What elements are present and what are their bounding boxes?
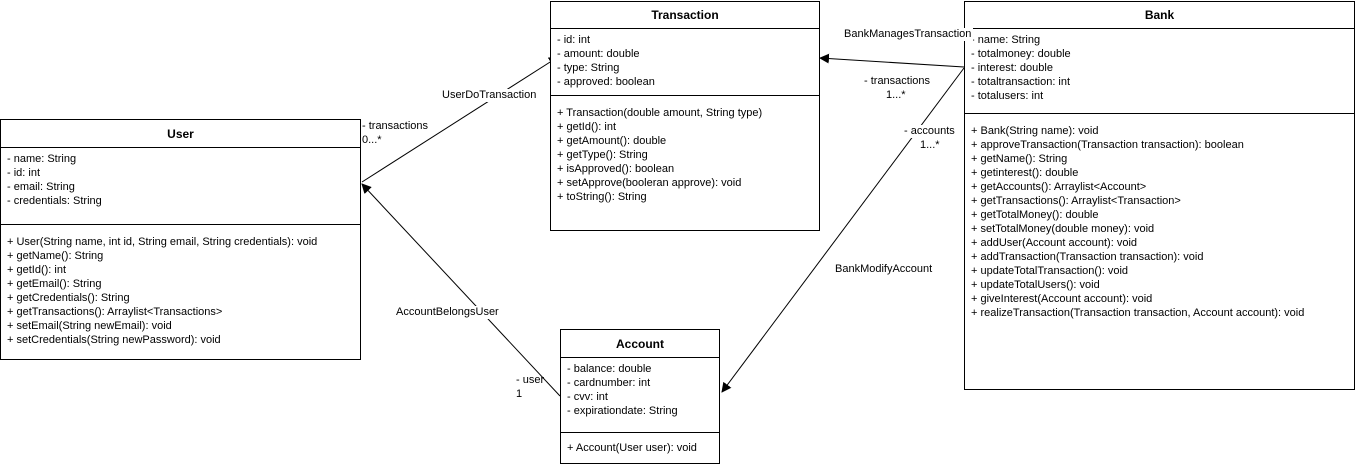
bank-modify-account-role: - accounts [902,125,957,138]
account-attributes: - balance: double - cardnumber: int - cv… [561,358,719,433]
attribute: - name: String [971,34,1041,46]
method: + getinterest(): double [971,167,1079,179]
bank-modify-account-multiplicity: 1...* [918,139,942,152]
attribute: - totaltransaction: int [971,76,1071,88]
user-methods: + User(String name, int id, String email… [1,225,360,351]
method: + User(String name, int id, String email… [7,236,318,248]
method: + setTotalMoney(double money): void [971,223,1155,235]
method: + getEmail(): String [7,278,102,290]
attribute: - interest: double [971,62,1053,74]
account-class-name: Account [561,330,719,358]
attribute: - cvv: int [567,391,608,403]
method: + realizeTransaction(Transaction transac… [971,307,1305,319]
attribute: - balance: double [567,363,652,375]
bank-methods: + Bank(String name): void + approveTrans… [965,114,1354,324]
method: + addTransaction(Transaction transaction… [971,251,1204,263]
user-class-name: User [1,120,360,148]
method: + setApprove(booleran approve): void [557,177,742,189]
method: + isApproved(): boolean [557,163,675,175]
method: + updateTotalUsers(): void [971,279,1100,291]
transaction-class-name: Transaction [551,2,819,29]
account-class[interactable]: Account - balance: double - cardnumber: … [560,329,720,464]
transaction-methods: + Transaction(double amount, String type… [551,96,819,208]
user-attributes: - name: String - id: int - email: String… [1,148,360,225]
attribute: - id: int [7,167,41,179]
method: + getAmount(): double [557,135,667,147]
attribute: - expirationdate: String [567,405,678,417]
method: + Bank(String name): void [971,125,1099,137]
method: + getCredentials(): String [7,292,130,304]
bank-class-name: Bank [965,2,1354,29]
method: + getTransactions(): Arraylist<Transacti… [7,306,223,318]
user-do-transaction-multiplicity: 0...* [362,134,382,146]
method: + getAccounts(): Arraylist<Account> [971,181,1147,193]
method: + getId(): int [7,264,67,276]
attribute: - approved: boolean [557,76,655,88]
account-belongs-user-label: AccountBelongsUser [394,306,501,319]
user-do-transaction-role: - transactions [362,120,429,132]
attribute: - id: int [557,34,591,46]
bank-attributes: - name: String - totalmoney: double - in… [965,29,1354,114]
method: + getName(): String [7,250,104,262]
bank-manages-transaction-label: BankManagesTransaction [842,28,974,41]
user-class[interactable]: User - name: String - id: int - email: S… [0,119,361,360]
transaction-class[interactable]: Transaction - id: int - amount: double -… [550,1,820,231]
attribute: - email: String [7,181,75,193]
method: + giveInterest(Account account): void [971,293,1153,305]
account-belongs-user-multiplicity: 1 [516,388,523,400]
bank-manages-transaction-multiplicity: 1...* [886,89,906,101]
account-belongs-user-connector [361,183,561,397]
attribute: - credentials: String [7,195,102,207]
method: + setCredentials(String newPassword): vo… [7,334,221,346]
attribute: - cardnumber: int [567,377,651,389]
user-do-transaction-label: UserDoTransaction [440,89,539,102]
bank-manages-transaction-connector [819,53,965,68]
bank-modify-account-label: BankModifyAccount [833,263,935,276]
account-methods: + Account(User user): void [561,433,719,459]
method: + getId(): int [557,121,617,133]
method: + getName(): String [971,153,1068,165]
bank-class[interactable]: Bank - name: String - totalmoney: double… [964,1,1355,390]
method: + addUser(Account account): void [971,237,1138,249]
method: + updateTotalTransaction(): void [971,265,1129,277]
method: + getType(): String [557,149,648,161]
method: + toString(): String [557,191,647,203]
attribute: - type: String [557,62,620,74]
method: + getTransactions(): Arraylist<Transacti… [971,195,1181,207]
method: + Transaction(double amount, String type… [557,107,763,119]
attribute: - totalmoney: double [971,48,1071,60]
attribute: - amount: double [557,48,640,60]
bank-modify-account-connector [721,67,965,393]
attribute: - name: String [7,153,77,165]
method: + setEmail(String newEmail): void [7,320,172,332]
account-belongs-user-role: - user [516,374,545,386]
method: + getTotalMoney(): double [971,209,1099,221]
transaction-attributes: - id: int - amount: double - type: Strin… [551,29,819,96]
method: + Account(User user): void [567,442,697,454]
bank-manages-transaction-role: - transactions [864,75,931,87]
user-do-transaction-connector [361,56,559,183]
attribute: - totalusers: int [971,90,1044,102]
method: + approveTransaction(Transaction transac… [971,139,1244,151]
